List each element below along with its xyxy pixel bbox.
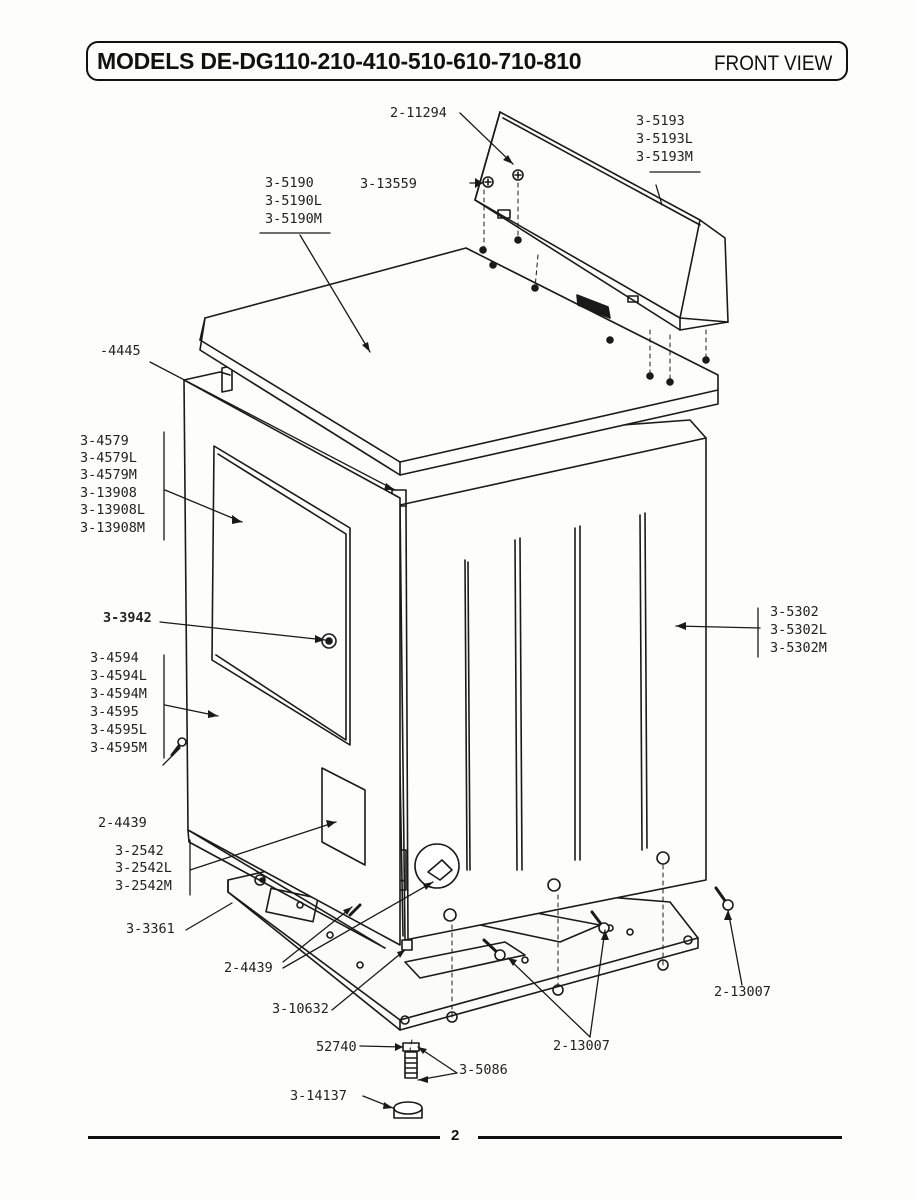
part-label: 3-10632 — [272, 1001, 329, 1017]
part-label: 3-2542L — [115, 860, 172, 876]
part-label: 3-4594M — [90, 686, 147, 702]
part-label: 2-4439 — [98, 815, 147, 831]
leveling-leg — [393, 1042, 423, 1119]
arrowheads — [208, 155, 732, 1109]
assembly-guide-lines — [409, 182, 707, 1051]
part-label: 3-5302 — [770, 604, 819, 620]
part-label: 3-4579 — [80, 433, 129, 449]
title-frame — [86, 41, 848, 81]
part-label: 2-4439 — [224, 960, 273, 976]
page-number: 2 — [451, 1127, 460, 1144]
part-label: 2-13007 — [553, 1038, 610, 1054]
part-label: 3-5190 — [265, 175, 314, 191]
footer-rule-right — [478, 1136, 842, 1139]
part-label: 3-4595M — [90, 740, 147, 756]
part-label: 3-2542M — [115, 878, 172, 894]
part-label: 3-4595L — [90, 722, 147, 738]
page-title: MODELS DE-DG110-210-410-510-610-710-810 — [97, 48, 582, 74]
part-label: 3-5193M — [636, 149, 693, 165]
part-label: 3-4595 — [90, 704, 139, 720]
top-cover — [199, 247, 719, 476]
part-label: 3-5302M — [770, 640, 827, 656]
part-label: 2-11294 — [390, 105, 447, 121]
footer-rule-left — [88, 1136, 440, 1139]
view-label: FRONT VIEW — [714, 52, 833, 75]
leader-lines — [149, 112, 761, 1109]
part-label: 2-13007 — [714, 984, 771, 1000]
part-label: 3-5086 — [459, 1062, 508, 1078]
part-label: 3-13908L — [80, 502, 146, 518]
part-label: 3-14137 — [290, 1088, 347, 1104]
backguard-panel — [474, 111, 729, 386]
part-label: 3-4594 — [90, 650, 139, 666]
part-label: 3-5193L — [636, 131, 693, 147]
part-label: 3-3942 — [103, 610, 152, 626]
part-label: 3-5193 — [636, 113, 685, 129]
part-label: -4445 — [100, 343, 141, 359]
part-label: 3-4579L — [80, 450, 137, 466]
part-label: 3-5190L — [265, 193, 322, 209]
part-label: 3-13559 — [360, 176, 417, 192]
part-label: 3-4594L — [90, 668, 147, 684]
part-label: 3-13908 — [80, 485, 137, 501]
part-label: 3-3361 — [126, 921, 175, 937]
cabinet — [391, 419, 707, 941]
part-label: 3-2542 — [115, 843, 164, 859]
part-label: 3-13908M — [80, 520, 146, 536]
part-label: 3-5302L — [770, 622, 827, 638]
fasteners — [170, 737, 734, 961]
part-label: 52740 — [316, 1039, 357, 1055]
part-label: 3-5190M — [265, 211, 322, 227]
part-label: 3-4579M — [80, 467, 137, 483]
